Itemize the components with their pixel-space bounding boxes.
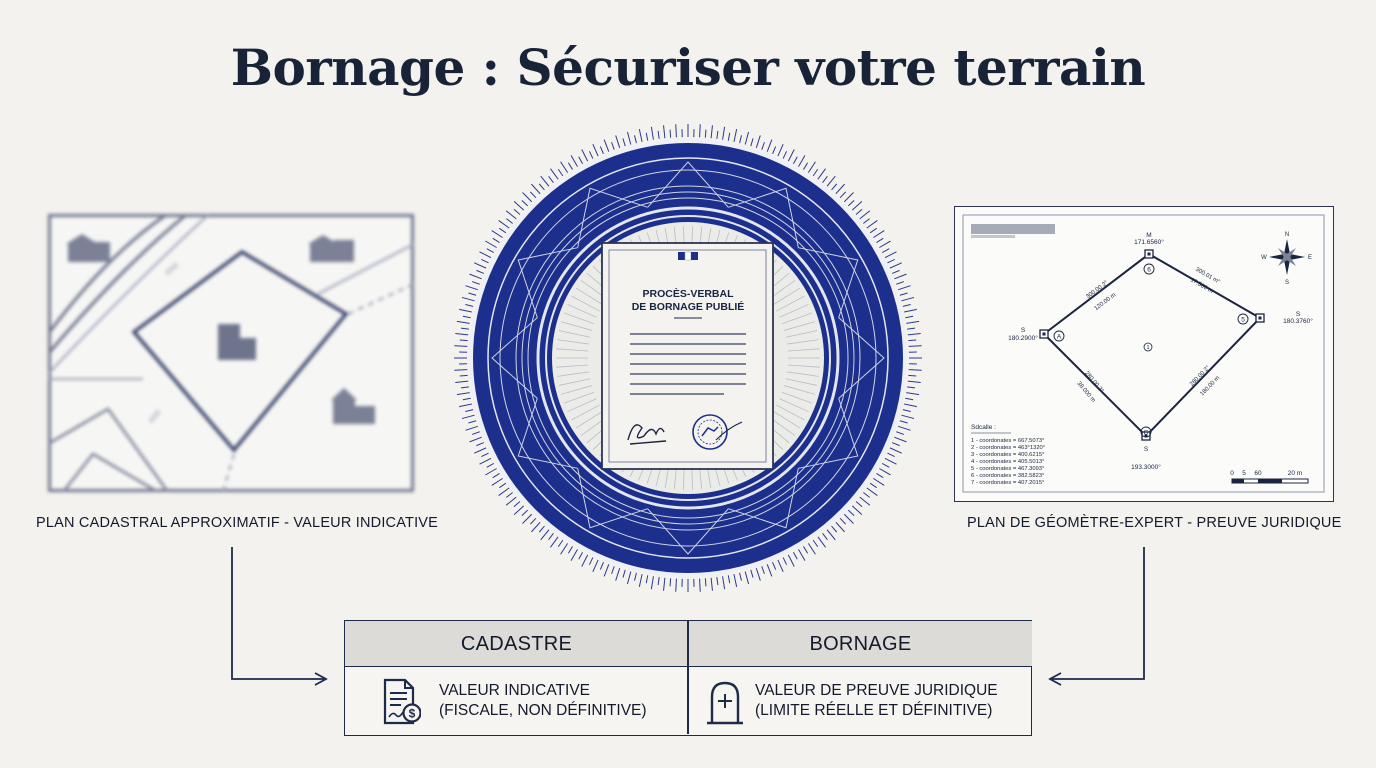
svg-text:$: $ <box>409 707 416 721</box>
page-title: Bornage : Sécuriser votre terrain <box>230 38 1146 97</box>
vertex-coordinate: 171.6560° <box>1134 238 1164 246</box>
survey-plan: N S E W 6 A 5 1 M 171.6560° S 180.2900° … <box>954 206 1334 502</box>
vertex-coordinate: 193.3000° <box>1131 463 1161 471</box>
proces-verbal-document: PROCÈS-VERBAL DE BORNAGE PUBLIÉ <box>601 242 774 470</box>
document-text-lines <box>630 333 746 395</box>
bornage-value-line-2: (LIMITE RÉELLE ET DÉFINITIVE) <box>755 702 993 719</box>
left-connector-arrow <box>231 547 328 686</box>
document-title-line-1: PROCÈS-VERBAL <box>642 287 734 300</box>
edge-length: 120.00 m <box>1094 292 1118 312</box>
coordinate-row: 2 - coordonates = 463°1320° <box>971 445 1045 451</box>
flag-icon <box>678 251 698 261</box>
scale-bar: 0 5 60 20 m <box>1230 470 1309 484</box>
bornage-header: BORNAGE <box>689 621 1032 667</box>
center-marker: 1 <box>1146 345 1149 351</box>
compass-rose-icon: N S E W <box>1261 232 1312 286</box>
svg-text:20 m: 20 m <box>1288 470 1302 477</box>
building-icon <box>66 234 110 262</box>
signature-icon <box>627 424 667 445</box>
boundary-stone-icon <box>707 681 743 725</box>
boundary-marker <box>1039 329 1049 339</box>
coordinate-row: 4 - coordonates = 405.5013° <box>971 459 1044 465</box>
coordinate-row: 5 - coordonates = 467.3093° <box>971 466 1044 472</box>
plan-title-bar <box>971 224 1055 234</box>
document-title-line-2: DE BORNAGE PUBLIÉ <box>632 300 745 313</box>
coordinate-row: 3 - coordonates = 400.6215° <box>971 452 1044 458</box>
vertex-coordinate: 180.3760° <box>1283 317 1313 325</box>
survey-plan-caption: PLAN DE GÉOMÈTRE-EXPERT - PREUVE JURIDIQ… <box>967 515 1342 531</box>
bornage-value-line-1: VALEUR DE PREUVE JURIDIQUE <box>755 682 998 699</box>
official-seal: PROCÈS-VERBAL DE BORNAGE PUBLIÉ <box>454 124 922 592</box>
boundary-marker <box>1255 313 1265 323</box>
surveyed-parcel <box>1042 252 1262 438</box>
svg-text:S: S <box>1021 327 1026 334</box>
svg-text:G: G <box>1143 430 1148 437</box>
vertex-marker: 6 <box>1147 267 1151 274</box>
scale-heading: Sdcalle : <box>971 424 996 431</box>
document-dollar-icon: $ <box>383 678 421 725</box>
right-connector-arrow <box>1048 547 1145 686</box>
cadastral-plan-caption: PLAN CADASTRAL APPROXIMATIF - VALEUR IND… <box>36 515 439 531</box>
cadastre-value-line-1: VALEUR INDICATIVE <box>439 682 591 699</box>
coordinate-row: 7 - coordonates = 407.2015° <box>971 480 1044 486</box>
cadastre-value-line-2: (FISCALE, NON DÉFINITIVE) <box>439 702 647 719</box>
svg-text:M: M <box>1146 232 1151 239</box>
coordinate-row: 1 - coordonates = 667.5073° <box>971 438 1044 444</box>
svg-text:S: S <box>1144 446 1149 453</box>
building-icon <box>308 235 354 262</box>
table-divider <box>687 621 689 734</box>
bornage-cell: VALEUR DE PREUVE JURIDIQUE (LIMITE RÉELL… <box>689 667 1031 735</box>
vertex-coordinate: 180.2900° <box>1008 334 1038 342</box>
svg-text:N: N <box>1285 232 1289 238</box>
vertex-marker: 5 <box>1241 317 1245 324</box>
building-icon <box>331 388 375 424</box>
svg-text:60: 60 <box>1254 470 1262 477</box>
svg-text:W: W <box>1261 255 1267 261</box>
seal-lattice <box>491 161 885 555</box>
coordinate-row: 6 - coordonates = 382.5823° <box>971 473 1044 479</box>
cadastral-plan: ### ### <box>48 214 414 492</box>
vertex-marker: A <box>1057 334 1062 341</box>
notary-stamp-icon <box>692 414 743 450</box>
seal-tick-ring <box>454 124 922 592</box>
svg-text:5: 5 <box>1242 470 1246 477</box>
boundary-marker <box>1141 431 1151 441</box>
comparison-table: CADASTRE BORNAGE $ VALEUR INDICATIVE (FI… <box>344 620 1032 736</box>
cadastre-header: CADASTRE <box>345 621 688 667</box>
svg-text:S: S <box>1285 280 1289 286</box>
svg-text:S: S <box>1296 311 1301 318</box>
cadastre-cell: $ VALEUR INDICATIVE (FISCALE, NON DÉFINI… <box>345 667 687 735</box>
boundary-marker <box>1144 249 1154 259</box>
building-icon <box>218 324 256 360</box>
svg-text:E: E <box>1308 255 1312 261</box>
svg-text:0: 0 <box>1230 470 1234 477</box>
